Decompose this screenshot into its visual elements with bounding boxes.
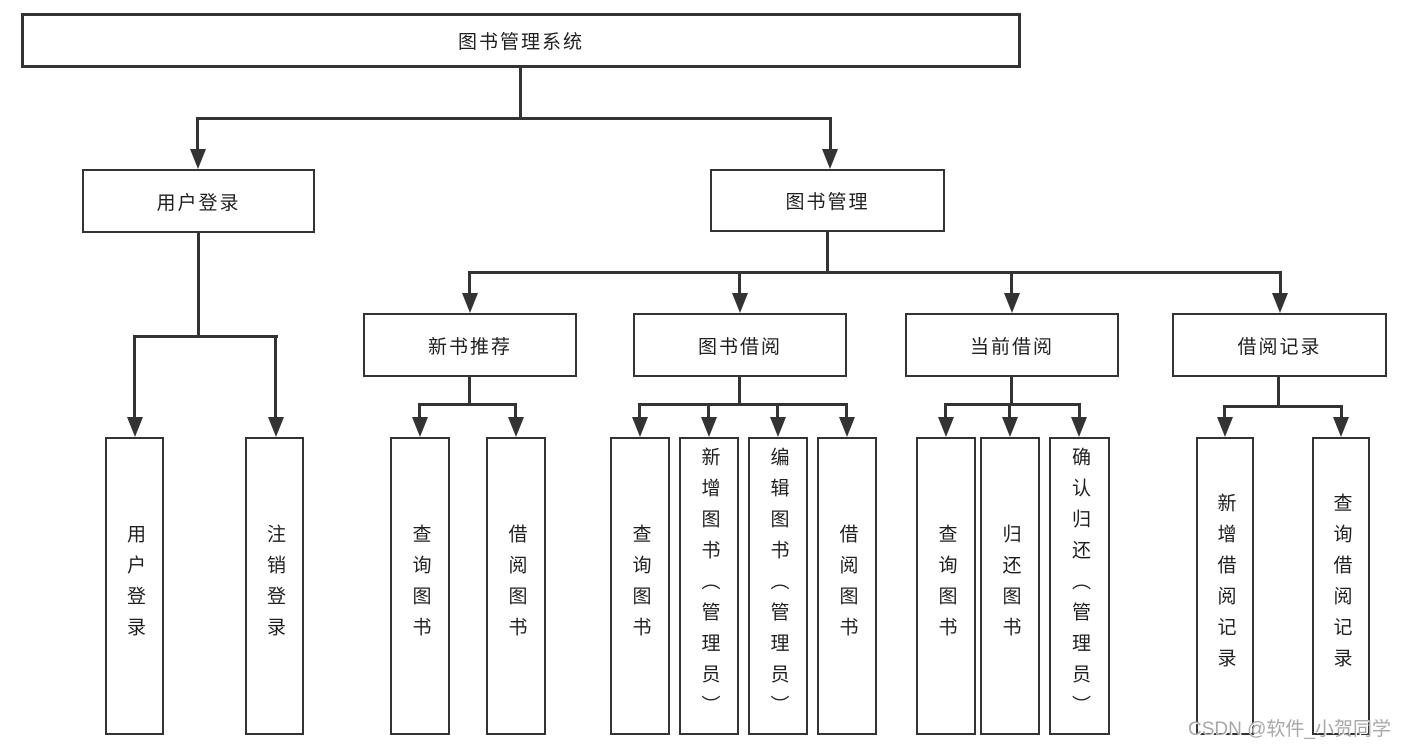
arrow-down-icon: [1002, 417, 1018, 437]
arrow-down-icon: [412, 417, 428, 437]
connector-line: [1277, 376, 1280, 407]
connector-line: [638, 403, 848, 406]
node-logout: 注销登录: [245, 437, 304, 735]
node-label: 图书管理系统: [457, 32, 584, 53]
connector-line: [196, 117, 832, 120]
arrow-down-icon: [632, 417, 648, 437]
arrow-down-icon: [1272, 293, 1288, 313]
arrow-down-icon: [508, 417, 524, 437]
node-borrowing-records: 借阅记录: [1172, 313, 1387, 377]
node-label: 当前借阅: [969, 336, 1054, 358]
node-book-management: 图书管理: [710, 169, 945, 232]
node-query-borrow-record: 查询借阅记录: [1312, 437, 1370, 735]
connector-line: [468, 376, 471, 405]
node-label: 用户登录: [156, 192, 241, 214]
node-return-books: 归还图书: [980, 437, 1040, 735]
connector-line: [133, 335, 136, 419]
node-book-borrowing: 图书借阅: [633, 313, 847, 377]
node-label: 查询图书: [935, 524, 957, 648]
arrow-down-icon: [770, 417, 786, 437]
connector-line: [1078, 403, 1081, 419]
connector-line: [944, 403, 1081, 406]
arrow-down-icon: [1004, 293, 1020, 313]
connector-line: [738, 271, 741, 295]
arrow-down-icon: [1333, 417, 1349, 437]
node-user-login: 用户登录: [82, 169, 315, 233]
connector-line: [274, 335, 277, 419]
node-label: 借阅图书: [505, 524, 527, 648]
connector-line: [196, 117, 199, 151]
node-label: 查询图书: [409, 524, 431, 648]
connector-line: [638, 403, 641, 419]
node-query-books-borrow: 查询图书: [610, 437, 670, 735]
node-label: 新书推荐: [427, 336, 512, 358]
connector-line: [1340, 405, 1343, 419]
arrow-down-icon: [190, 149, 206, 169]
node-query-books-current: 查询图书: [916, 437, 976, 735]
node-label: 借阅图书: [836, 524, 858, 648]
arrow-down-icon: [839, 417, 855, 437]
node-query-books-recommend: 查询图书: [390, 437, 450, 735]
connector-line: [1223, 405, 1226, 419]
node-label: 图书管理: [785, 192, 870, 213]
arrow-down-icon: [938, 417, 954, 437]
node-label: 注销登录: [264, 524, 285, 648]
connector-line: [468, 271, 1282, 274]
arrow-down-icon: [701, 417, 717, 437]
node-borrow-books-recommend: 借阅图书: [486, 437, 546, 735]
arrow-down-icon: [732, 293, 748, 313]
node-label: 借阅记录: [1237, 336, 1322, 358]
connector-line: [776, 403, 779, 419]
node-add-books-admin: 新增图书（管理员）: [679, 437, 739, 735]
node-borrow-books-leaf: 借阅图书: [817, 437, 877, 735]
node-user-login-leaf: 用户登录: [105, 437, 164, 735]
connector-line: [418, 403, 517, 406]
node-label: 用户登录: [124, 524, 145, 648]
arrow-down-icon: [268, 417, 284, 437]
arrow-down-icon: [462, 293, 478, 313]
node-label: 查询图书: [629, 524, 651, 648]
connector-line: [519, 68, 522, 118]
node-label: 归还图书: [999, 524, 1021, 648]
node-label: 新增图书（管理员）: [698, 446, 720, 726]
node-label: 新增借阅记录: [1214, 493, 1236, 679]
node-confirm-return-admin: 确认归还（管理员）: [1049, 437, 1110, 735]
node-add-borrow-record: 新增借阅记录: [1196, 437, 1254, 735]
node-label: 确认归还（管理员）: [1069, 446, 1090, 726]
connector-line: [845, 403, 848, 419]
connector-line: [738, 376, 741, 405]
connector-line: [1010, 271, 1013, 295]
arrow-down-icon: [127, 417, 143, 437]
connector-line: [1279, 271, 1282, 295]
arrow-down-icon: [1217, 417, 1233, 437]
node-label: 编辑图书（管理员）: [767, 446, 789, 726]
connector-line: [707, 403, 710, 419]
node-new-book-recommendation: 新书推荐: [363, 313, 577, 377]
connector-line: [826, 231, 829, 273]
connector-line: [1010, 376, 1013, 405]
node-edit-books-admin: 编辑图书（管理员）: [748, 437, 808, 735]
connector-line: [1223, 405, 1343, 408]
connector-line: [418, 403, 421, 419]
connector-line: [944, 403, 947, 419]
connector-line: [514, 403, 517, 419]
node-library-system-root: 图书管理系统: [21, 13, 1021, 68]
node-label: 查询借阅记录: [1330, 493, 1352, 679]
connector-line: [829, 117, 832, 151]
node-current-borrowing: 当前借阅: [905, 313, 1119, 377]
connector-line: [468, 271, 471, 295]
arrow-down-icon: [822, 149, 838, 169]
node-label: 图书借阅: [697, 336, 782, 358]
connector-line: [1008, 403, 1011, 419]
connector-line: [133, 335, 278, 338]
watermark-text: CSDN @软件_小贺同学: [1188, 719, 1391, 740]
arrow-down-icon: [1071, 417, 1087, 437]
connector-line: [197, 231, 200, 337]
